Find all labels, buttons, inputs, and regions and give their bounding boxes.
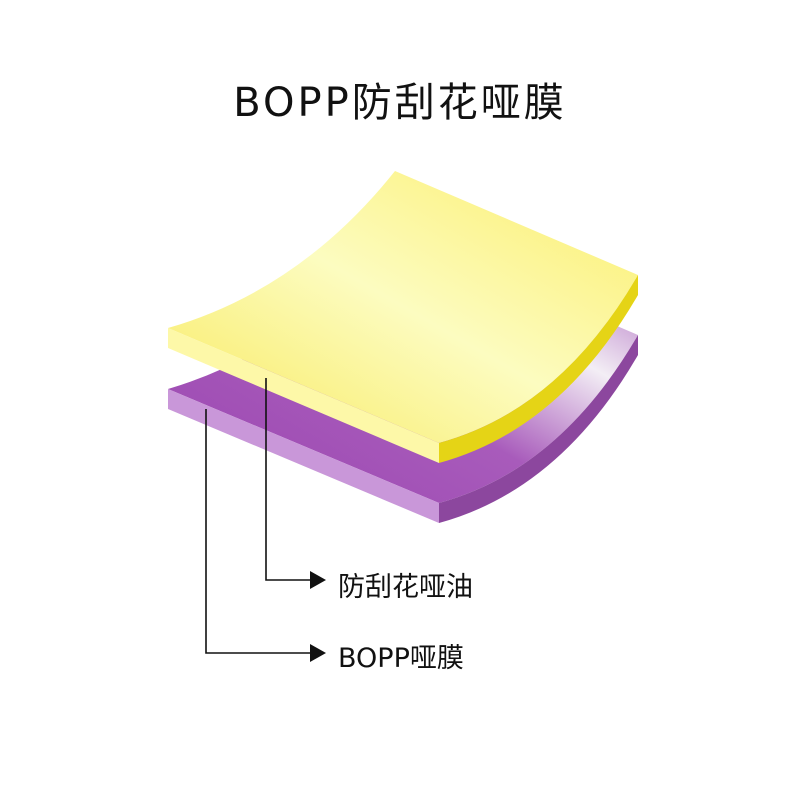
yellow-top-surface: [168, 171, 638, 443]
arrow-icon: [310, 644, 326, 662]
purple-side-face: [439, 335, 638, 523]
yellow-front-face: [168, 328, 439, 463]
anti-scratch-matte-oil-layer: [168, 171, 638, 463]
leader-line-oil: [265, 378, 312, 581]
leader-line-film: [205, 409, 312, 654]
arrow-icon: [310, 571, 326, 589]
label-bopp-film: BOPP哑膜: [338, 643, 464, 674]
label-anti-scratch-oil: 防刮花哑油: [338, 572, 473, 603]
purple-front-face: [168, 389, 439, 523]
diagram-title: BOPP防刮花哑膜: [233, 80, 567, 126]
yellow-side-face: [439, 275, 638, 463]
